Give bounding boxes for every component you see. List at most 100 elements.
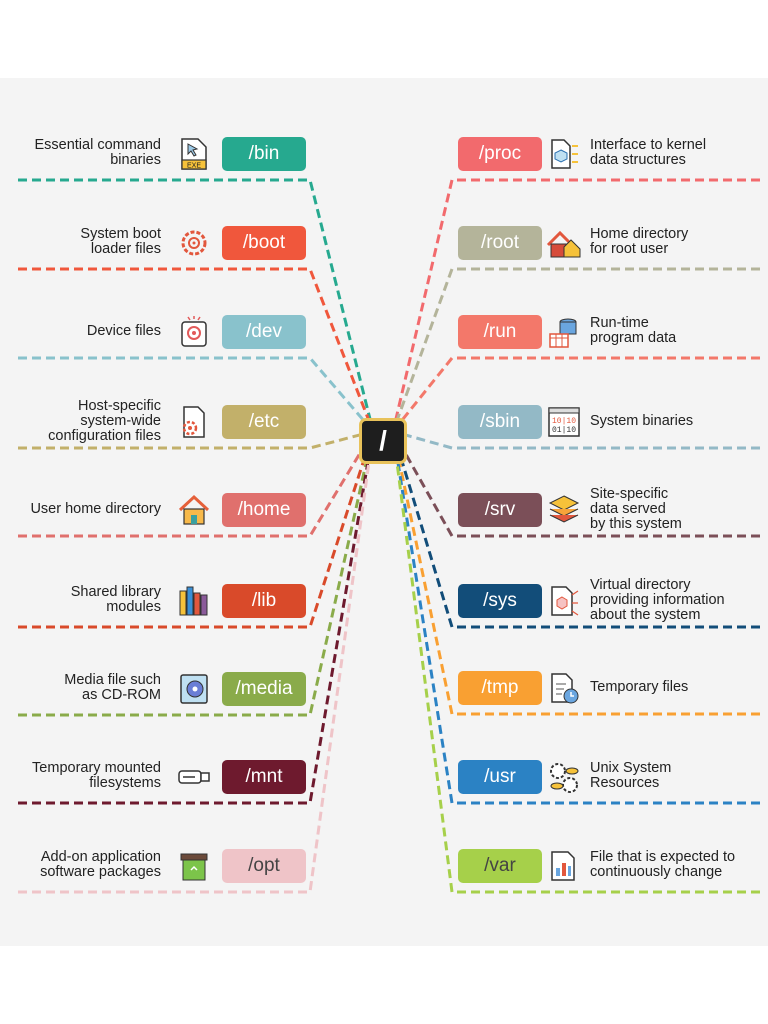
root-directory-node[interactable]: / [359, 418, 407, 464]
dir-node-sbin[interactable]: /sbin [458, 405, 542, 439]
dir-node-usr[interactable]: /usr [458, 760, 542, 794]
connector-run [393, 356, 760, 430]
dir-node-boot[interactable]: /boot [222, 226, 306, 260]
desc-line: software packages [40, 864, 161, 880]
temp-file-clock-icon [546, 670, 582, 706]
connector-sys [393, 437, 760, 629]
desc-line: system-wide [80, 412, 161, 429]
dir-node-tmp[interactable]: /tmp [458, 671, 542, 705]
connector-home [18, 434, 373, 538]
desc-line: File that is expected to [590, 849, 736, 865]
dir-node-sys[interactable]: /sys [458, 584, 542, 618]
diagram-background [0, 78, 768, 946]
connector-usr [393, 443, 760, 805]
desc-line: filesystems [89, 775, 161, 791]
svg-text:01|10: 01|10 [552, 426, 576, 435]
desc-line: configuration files [48, 427, 161, 444]
dir-desc-dev: Device files [86, 322, 161, 339]
system-file-icon [546, 583, 582, 619]
desc-line: binaries [110, 152, 161, 168]
dir-node-srv[interactable]: /srv [458, 493, 542, 527]
desc-line: about the system [590, 606, 701, 623]
dir-node-lib[interactable]: /lib [222, 584, 306, 618]
desc-line: Home directory [590, 226, 689, 242]
dir-node-dev[interactable]: /dev [222, 315, 306, 349]
dir-desc-home: User home directory [30, 500, 161, 517]
desc-line: Add-on application [40, 849, 161, 865]
package-box-icon [176, 848, 212, 884]
desc-line: System binaries [590, 412, 694, 429]
connector-tmp [393, 440, 760, 716]
desc-line: program data [590, 330, 677, 346]
connector-proc [393, 178, 760, 424]
desc-line: as CD-ROM [82, 687, 161, 703]
dir-node-etc[interactable]: /etc [222, 405, 306, 439]
desc-line: Unix System [590, 760, 672, 776]
connector-mnt [18, 443, 373, 805]
dir-node-opt[interactable]: /opt [222, 849, 306, 883]
desc-line: Virtual directory [590, 576, 691, 593]
dir-node-run[interactable]: /run [458, 315, 542, 349]
desc-line: User home directory [30, 500, 161, 517]
usb-drive-icon [176, 759, 212, 795]
chart-file-icon [546, 848, 582, 884]
connector-root [393, 267, 760, 427]
device-icon [176, 314, 212, 350]
config-file-icon [176, 404, 212, 440]
desc-line: Essential command [34, 137, 161, 153]
desc-line: Media file such [64, 672, 161, 688]
desc-line: Site-specific [590, 485, 669, 502]
desc-line: Temporary files [590, 678, 689, 695]
desc-line: Temporary mounted [32, 760, 161, 776]
root-house-icon [546, 225, 582, 261]
desc-line: continuously change [590, 864, 723, 880]
desc-line: providing information [590, 591, 725, 608]
dir-node-media[interactable]: /media [222, 672, 306, 706]
kernel-file-icon [546, 136, 582, 172]
desc-line: modules [106, 599, 161, 615]
desc-line: Host-specific [78, 397, 161, 414]
desc-line: loader files [90, 241, 161, 257]
desc-line: Interface to kernel [590, 137, 707, 153]
gear-target-icon [176, 225, 212, 261]
connector-opt [18, 446, 373, 894]
desc-line: for root user [590, 241, 669, 257]
connector-srv [393, 434, 760, 538]
dir-node-bin[interactable]: /bin [222, 137, 306, 171]
svg-text:EXE: EXE [187, 163, 201, 170]
connector-bin [18, 178, 373, 424]
dir-node-var[interactable]: /var [458, 849, 542, 883]
desc-line: Device files [86, 322, 161, 339]
house-icon [176, 492, 212, 528]
dir-node-proc[interactable]: /proc [458, 137, 542, 171]
books-icon [176, 583, 212, 619]
gears-coins-icon [546, 759, 582, 795]
dir-node-mnt[interactable]: /mnt [222, 760, 306, 794]
desc-line: by this system [590, 515, 682, 532]
dir-node-home[interactable]: /home [222, 493, 306, 527]
connector-media [18, 440, 373, 717]
exe-file-icon: EXE [176, 136, 212, 172]
connector-dev [18, 356, 373, 430]
desc-line: System boot [80, 226, 161, 242]
desc-line: Shared library [70, 584, 161, 600]
database-table-icon [546, 314, 582, 350]
layers-icon [546, 492, 582, 528]
dir-node-root[interactable]: /root [458, 226, 542, 260]
connector-lib [18, 437, 373, 629]
desc-line: Resources [590, 775, 660, 791]
